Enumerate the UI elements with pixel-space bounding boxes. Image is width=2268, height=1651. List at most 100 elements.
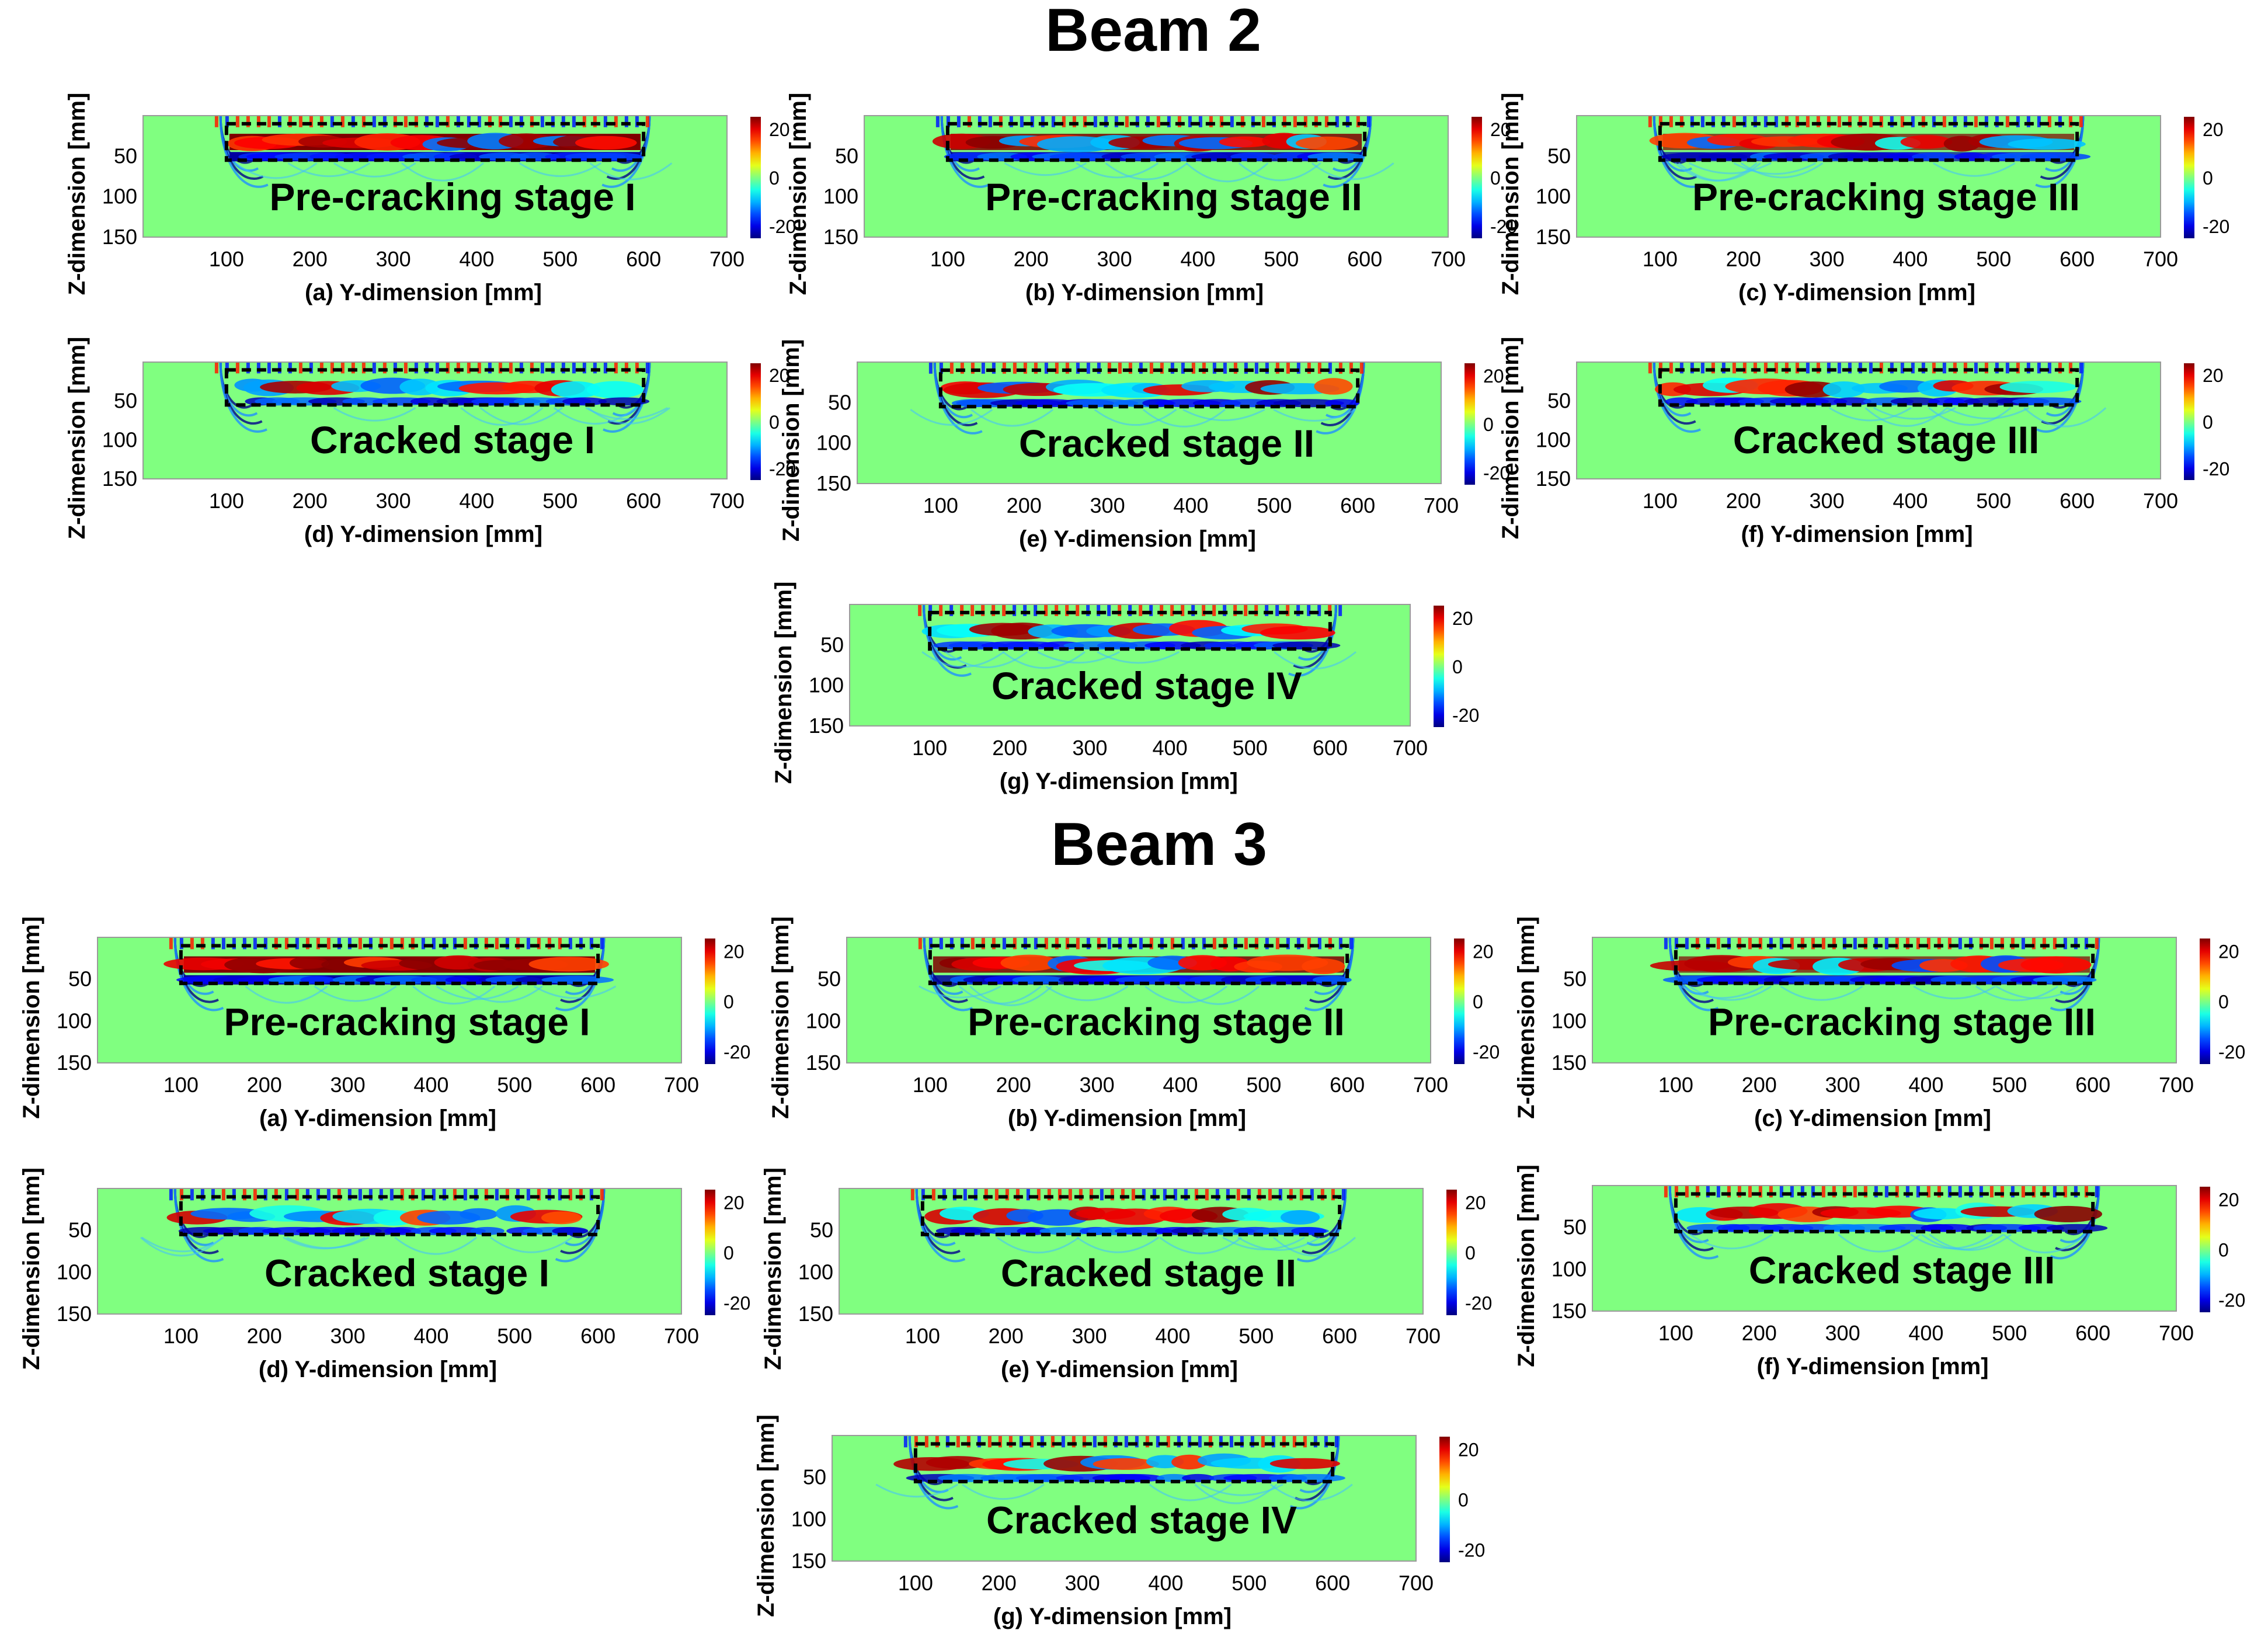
y-tick-label: 50 bbox=[1547, 144, 1571, 168]
x-tick-label: 400 bbox=[1163, 1073, 1198, 1097]
x-tick-label: 600 bbox=[580, 1324, 615, 1348]
stage-label: Pre-cracking stage I bbox=[224, 1000, 590, 1044]
y-axis-label: Z-dimension [mm] bbox=[1514, 916, 1539, 1119]
colorbar-tick-label: 20 bbox=[723, 941, 745, 962]
region-box bbox=[1658, 121, 2079, 162]
x-tick-label: 400 bbox=[459, 247, 494, 271]
stage-label: Pre-cracking stage III bbox=[1692, 175, 2080, 218]
section-title: Beam 3 bbox=[1051, 811, 1267, 878]
colorbar-tick-label: -20 bbox=[2203, 216, 2229, 237]
colorbar-tick-label: 20 bbox=[1458, 1440, 1479, 1461]
x-tick-label: 100 bbox=[913, 1073, 948, 1097]
colorbar-tick-label: -20 bbox=[723, 1293, 750, 1314]
colorbar-tick-label: 0 bbox=[1473, 992, 1483, 1013]
colorbar-tick-label: 20 bbox=[1483, 366, 1504, 387]
y-tick-label: 150 bbox=[1552, 1299, 1587, 1323]
y-tick-label: 150 bbox=[791, 1549, 826, 1573]
x-tick-label: 700 bbox=[1406, 1324, 1441, 1348]
x-tick-label: 500 bbox=[1232, 1571, 1267, 1595]
x-tick-label: 100 bbox=[164, 1073, 199, 1097]
x-tick-label: 700 bbox=[709, 489, 745, 513]
colorbar-tick-label: -20 bbox=[1483, 463, 1510, 484]
stage-label: Cracked stage II bbox=[1019, 422, 1314, 465]
x-tick-label: 200 bbox=[247, 1073, 282, 1097]
y-axis-label: Z-dimension [mm] bbox=[19, 1167, 44, 1370]
y-tick-label: 150 bbox=[816, 471, 851, 495]
x-tick-label: 200 bbox=[1007, 493, 1042, 517]
colorbar bbox=[1446, 1190, 1457, 1315]
x-tick-label: 100 bbox=[1643, 247, 1678, 271]
y-axis-label: Z-dimension [mm] bbox=[771, 582, 796, 784]
x-tick-label: 500 bbox=[542, 247, 578, 271]
colorbar-tick-label: 0 bbox=[2203, 412, 2213, 433]
stage-label: Pre-cracking stage I bbox=[269, 175, 635, 218]
x-tick-label: 500 bbox=[497, 1073, 532, 1097]
region-box bbox=[938, 368, 1360, 409]
colorbar-tick-label: 0 bbox=[723, 992, 734, 1013]
y-tick-label: 150 bbox=[102, 467, 137, 491]
y-tick-label: 50 bbox=[820, 632, 844, 656]
y-tick-label: 150 bbox=[1552, 1051, 1587, 1075]
x-tick-label: 100 bbox=[912, 736, 947, 760]
x-tick-label: 400 bbox=[413, 1073, 448, 1097]
x-axis-caption: (f) Y-dimension [mm] bbox=[1741, 522, 1973, 547]
wave-pattern bbox=[918, 937, 1355, 1012]
x-tick-label: 200 bbox=[247, 1324, 282, 1348]
x-tick-label: 400 bbox=[1153, 736, 1188, 760]
x-tick-label: 600 bbox=[2060, 489, 2095, 513]
x-axis-caption: (b) Y-dimension [mm] bbox=[1008, 1106, 1246, 1131]
x-tick-label: 300 bbox=[376, 247, 411, 271]
region-box bbox=[928, 610, 1332, 651]
y-tick-label: 150 bbox=[823, 225, 858, 249]
stage-label: Pre-cracking stage II bbox=[968, 1000, 1345, 1044]
x-tick-label: 200 bbox=[1742, 1321, 1777, 1345]
colorbar-tick-label: 0 bbox=[723, 1243, 734, 1264]
stage-label: Cracked stage I bbox=[310, 418, 595, 461]
colorbar-tick-label: 20 bbox=[2218, 1190, 2239, 1211]
y-tick-label: 50 bbox=[828, 390, 851, 414]
y-tick-label: 100 bbox=[1552, 1257, 1587, 1281]
x-tick-label: 200 bbox=[989, 1324, 1024, 1348]
colorbar bbox=[705, 939, 715, 1064]
colorbar-tick-label: -20 bbox=[1452, 705, 1479, 726]
x-tick-label: 200 bbox=[996, 1073, 1031, 1097]
colorbar bbox=[1439, 1437, 1450, 1562]
y-axis-label: Z-dimension [mm] bbox=[19, 916, 44, 1119]
colorbar-tick-label: -20 bbox=[2218, 1290, 2245, 1311]
x-tick-label: 700 bbox=[2159, 1073, 2194, 1097]
x-axis-caption: (c) Y-dimension [mm] bbox=[1738, 280, 1975, 305]
colorbar bbox=[1465, 363, 1475, 485]
wave-pattern bbox=[932, 116, 1394, 188]
x-tick-label: 100 bbox=[1658, 1321, 1693, 1345]
y-tick-label: 100 bbox=[806, 1009, 841, 1033]
wave-pattern bbox=[1650, 937, 2100, 1012]
section-title: Beam 2 bbox=[1045, 0, 1261, 64]
x-tick-label: 700 bbox=[1413, 1073, 1448, 1097]
colorbar-tick-label: 0 bbox=[1490, 168, 1501, 189]
y-tick-label: 50 bbox=[818, 967, 841, 991]
colorbar-tick-label: 20 bbox=[1452, 608, 1473, 629]
y-tick-label: 150 bbox=[806, 1051, 841, 1075]
x-tick-label: 300 bbox=[1810, 247, 1845, 271]
x-tick-label: 700 bbox=[1431, 247, 1466, 271]
x-tick-label: 100 bbox=[905, 1324, 940, 1348]
y-tick-label: 50 bbox=[1563, 967, 1587, 991]
y-tick-label: 150 bbox=[809, 714, 844, 738]
colorbar-tick-label: 0 bbox=[769, 412, 780, 433]
colorbar bbox=[705, 1190, 715, 1315]
x-tick-label: 700 bbox=[2143, 489, 2178, 513]
y-tick-label: 100 bbox=[791, 1507, 826, 1531]
x-tick-label: 600 bbox=[1347, 247, 1382, 271]
x-tick-label: 300 bbox=[1072, 1324, 1107, 1348]
region-box bbox=[224, 121, 646, 162]
x-tick-label: 300 bbox=[1810, 489, 1845, 513]
y-tick-label: 100 bbox=[1552, 1009, 1587, 1033]
x-tick-label: 200 bbox=[293, 489, 328, 513]
y-tick-label: 100 bbox=[816, 431, 851, 455]
x-tick-label: 500 bbox=[1246, 1073, 1281, 1097]
stage-label: Pre-cracking stage II bbox=[985, 175, 1362, 218]
